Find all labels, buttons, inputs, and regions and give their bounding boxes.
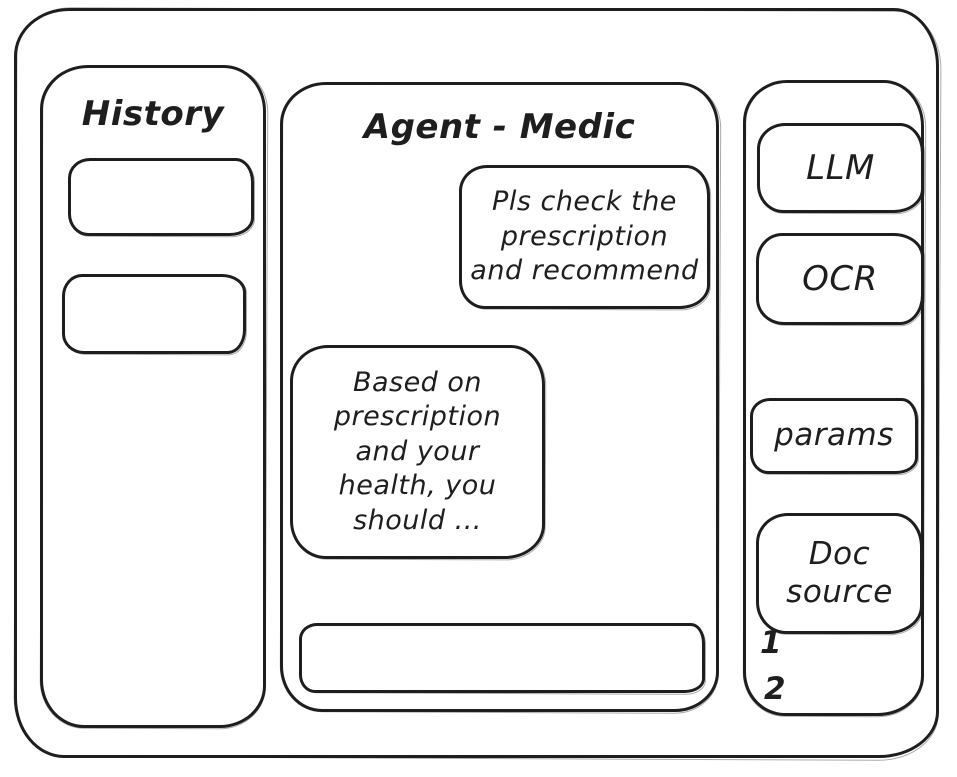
message-input[interactable] (302, 626, 702, 690)
doc-source-item-2[interactable]: 2 (764, 671, 787, 707)
doc-source-item-1[interactable]: 1 (760, 625, 783, 661)
user-message-bubble: Pls check the prescription and recommend (459, 165, 710, 309)
chat-panel: Agent - Medic Pls check the prescription… (280, 82, 719, 712)
params-button[interactable]: params (750, 398, 918, 474)
doc-source-button[interactable]: Doc source (756, 513, 923, 634)
agent-message-bubble: Based on prescription and your health, y… (290, 345, 545, 559)
llm-button[interactable]: LLM (757, 123, 924, 213)
history-item[interactable] (62, 274, 246, 354)
history-item[interactable] (68, 158, 254, 236)
history-title: History (81, 94, 225, 134)
chat-title: Agent - Medic (363, 107, 636, 147)
app-frame: History Agent - Medic Pls check the pres… (14, 8, 939, 758)
message-input-bar[interactable] (299, 623, 705, 693)
tools-panel: LLM OCR params Doc source 1 2 (743, 80, 924, 716)
history-panel: History (40, 65, 266, 728)
ocr-button[interactable]: OCR (756, 233, 924, 325)
